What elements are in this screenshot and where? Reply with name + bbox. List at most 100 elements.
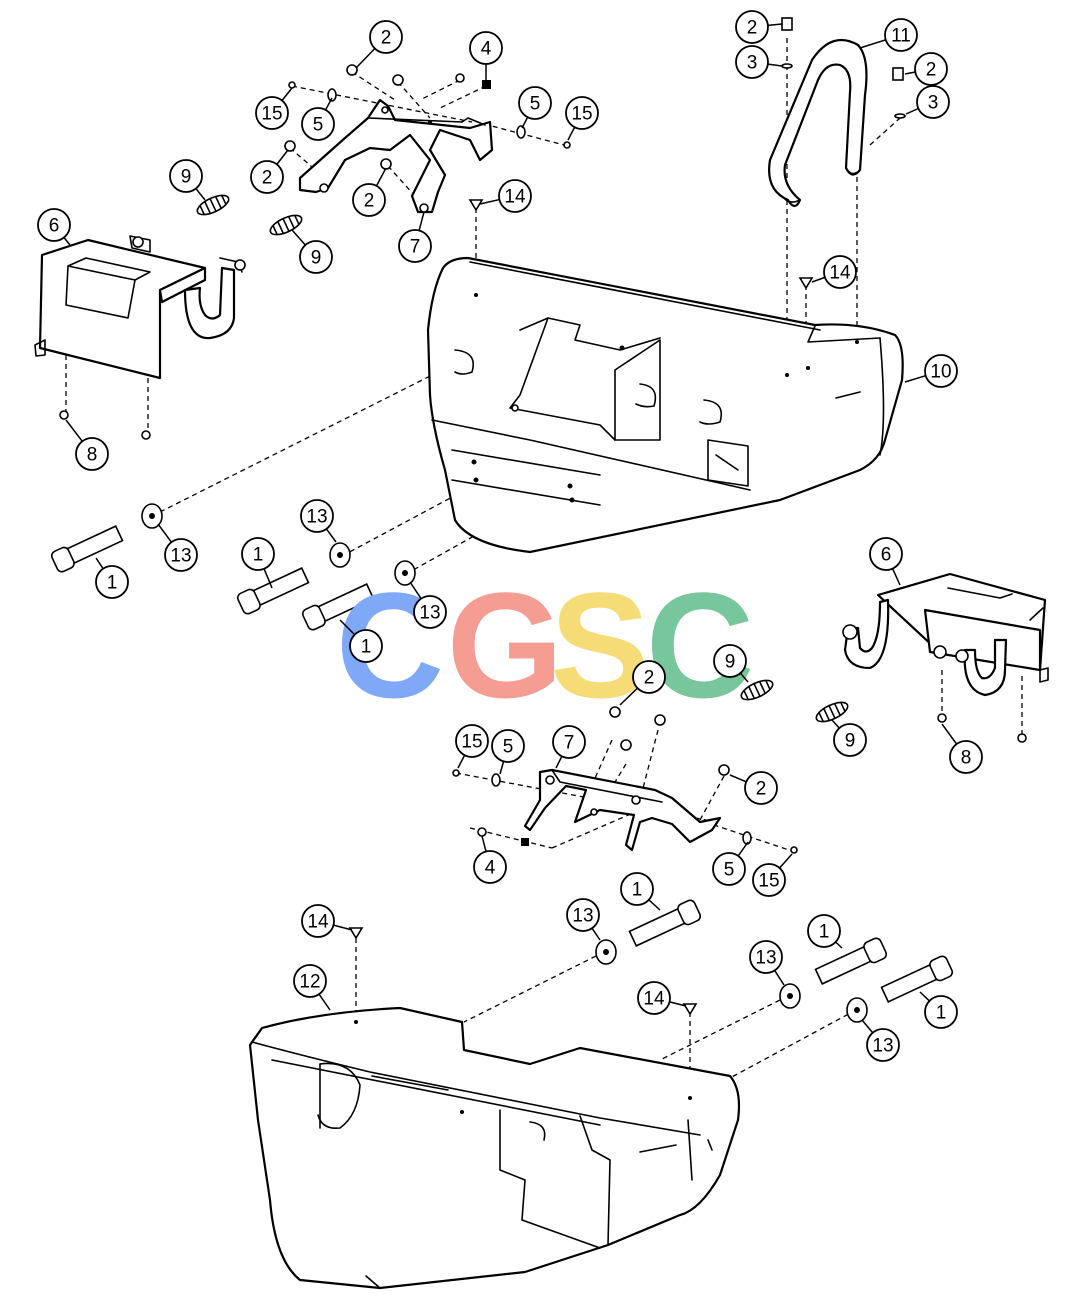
- callout-number: 14: [504, 187, 526, 208]
- callout-leader-line: [729, 774, 747, 783]
- callout-c-4a: 4: [469, 31, 503, 80]
- callout-number: 13: [170, 546, 191, 567]
- callout-c-13f: 13: [861, 1019, 900, 1062]
- callout-circle: [637, 981, 671, 1015]
- callout-number: 2: [381, 28, 392, 49]
- washers: [141, 503, 868, 1023]
- callout-c-3a: 3: [735, 45, 783, 79]
- callout-circle: [498, 179, 532, 213]
- callout-number: 8: [961, 748, 972, 769]
- callout-c-9c: 9: [713, 644, 749, 683]
- callout-circle: [866, 1028, 900, 1062]
- callout-number: 5: [503, 737, 514, 758]
- callout-leader-line: [905, 107, 919, 115]
- callout-circle: [752, 863, 786, 897]
- callout-circle: [164, 538, 198, 572]
- callout-number: 1: [819, 922, 830, 943]
- callout-c-1a: 1: [95, 557, 129, 599]
- watermark-letter: C: [646, 561, 754, 729]
- callout-leader-line: [767, 63, 783, 67]
- callout-circle: [833, 723, 867, 757]
- callout-c-2c: 2: [352, 167, 387, 217]
- callout-c-8a: 8: [65, 419, 109, 471]
- callout-circle: [300, 499, 334, 533]
- callout-leader-line: [567, 126, 576, 141]
- callout-circle: [744, 771, 778, 805]
- callout-c-5b: 5: [518, 86, 552, 129]
- callout-circle: [250, 160, 284, 194]
- callout-circle: [293, 964, 327, 998]
- callout-number: 14: [643, 989, 665, 1010]
- callout-leader-line: [375, 167, 387, 187]
- callout-number: 14: [307, 912, 329, 933]
- mount-plate-upper: [298, 98, 494, 214]
- callout-c-5d: 5: [712, 841, 749, 886]
- callout-leader-line: [339, 619, 356, 636]
- callout-circle: [369, 20, 403, 54]
- callout-circle: [884, 18, 918, 52]
- callout-number: 1: [936, 1003, 947, 1024]
- callout-c-6b: 6: [869, 537, 903, 586]
- callout-circle: [749, 940, 783, 974]
- callout-c-1b: 1: [241, 537, 275, 589]
- callout-c-1c: 1: [339, 619, 383, 663]
- callout-c-7a: 7: [398, 211, 432, 263]
- callout-number: 2: [747, 18, 758, 39]
- callout-c-13e: 13: [749, 940, 785, 986]
- callout-number: 2: [926, 60, 937, 81]
- callout-leader-line: [324, 97, 333, 111]
- callout-circle: [413, 595, 447, 629]
- callout-leader-line: [521, 116, 529, 129]
- callout-number: 5: [724, 860, 735, 881]
- callout-leader-line: [457, 754, 466, 769]
- callout-number: 15: [461, 732, 482, 753]
- watermark-logo: C G S C: [336, 561, 754, 729]
- callout-number: 6: [49, 216, 60, 237]
- callout-number: 5: [313, 115, 324, 136]
- callout-leader-line: [409, 581, 422, 600]
- callout-leader-line: [648, 899, 661, 911]
- callout-c-13c: 13: [409, 581, 447, 629]
- callout-number: 3: [928, 93, 939, 114]
- callout-number: 2: [364, 191, 375, 212]
- watermark-letter: G: [447, 561, 564, 729]
- callout-leader-line: [831, 719, 840, 729]
- callout-number: 5: [530, 94, 541, 115]
- callout-circle: [518, 86, 552, 120]
- callout-number: 13: [872, 1036, 893, 1057]
- callout-circle: [924, 354, 958, 388]
- callout-leader-line: [281, 87, 293, 101]
- callout-leader-line: [479, 198, 500, 205]
- small-fasteners: [59, 17, 1027, 1016]
- callout-circle: [299, 240, 333, 274]
- callout-c-14d: 14: [637, 981, 687, 1015]
- callout-leader-line: [779, 853, 793, 869]
- callout-number: 3: [747, 53, 758, 74]
- callout-leader-line: [333, 924, 353, 931]
- callout-number: 7: [564, 733, 575, 754]
- callout-leader-line: [591, 927, 601, 941]
- callout-leader-line: [195, 188, 206, 201]
- callout-c-12: 12: [293, 964, 331, 1011]
- callout-leader-line: [157, 523, 173, 543]
- callout-circle: [566, 898, 600, 932]
- callout-circle: [349, 629, 383, 663]
- callout-number: 4: [485, 858, 496, 879]
- callout-number: 6: [881, 545, 892, 566]
- callout-c-3b: 3: [905, 85, 950, 119]
- callout-leader-line: [263, 568, 273, 589]
- callout-leader-line: [418, 211, 425, 231]
- callout-leader-line: [767, 23, 783, 27]
- weight-body-upper: [426, 256, 904, 554]
- callout-circle: [473, 850, 507, 884]
- callout-circle: [75, 437, 109, 471]
- watermark-letter: S: [550, 561, 650, 729]
- callout-leader-line: [904, 71, 916, 75]
- callout-number: 8: [87, 445, 98, 466]
- callout-circle: [352, 183, 386, 217]
- callout-c-1d: 1: [620, 872, 661, 911]
- mount-bracket-lower: [842, 572, 1049, 697]
- callout-leader-line: [669, 1001, 687, 1007]
- callout-circle: [713, 644, 747, 678]
